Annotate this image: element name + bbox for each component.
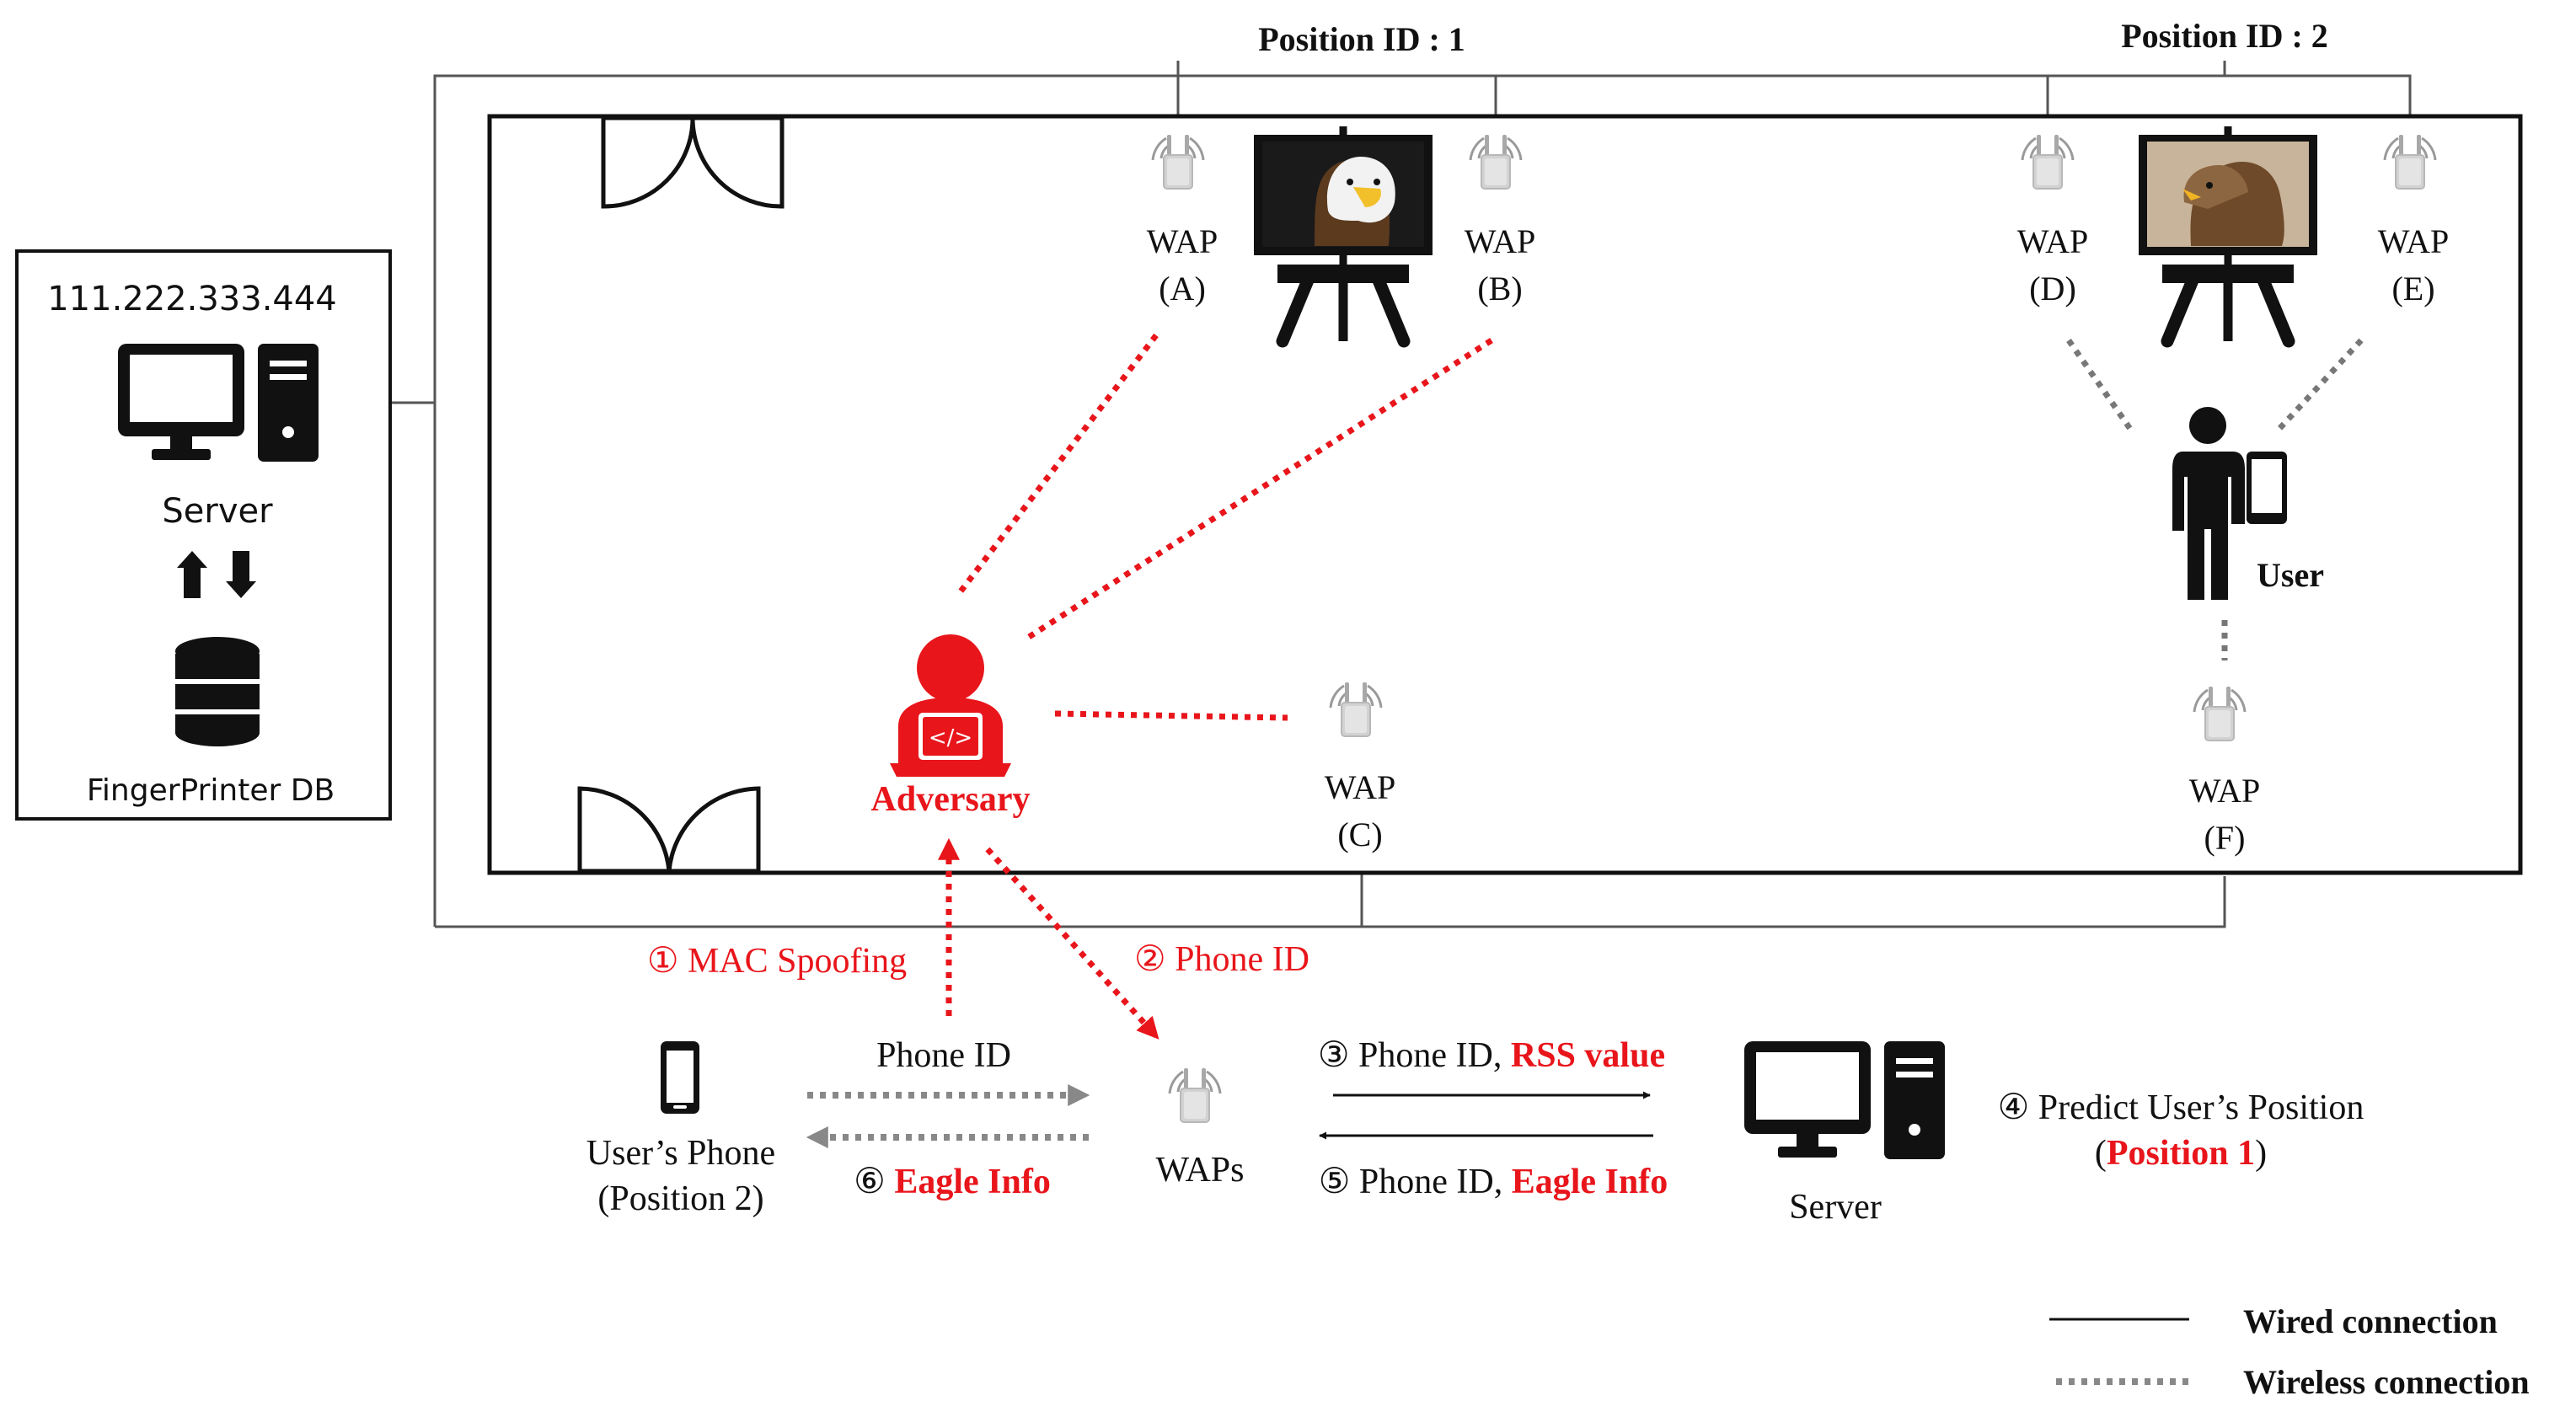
step-4-result: (Position 1) [2095, 1134, 2267, 1173]
painting-1-eagle [1254, 126, 1433, 341]
user-wireless-links [2066, 338, 2364, 660]
wap-d-id: (D) [2029, 270, 2076, 307]
user-label: User [2257, 556, 2324, 594]
step-2-phone-id: ② Phone ID [1134, 940, 1309, 979]
wap-c-id: (C) [1337, 815, 1382, 853]
wap-c-icon [1329, 681, 1383, 738]
user-icon [2172, 407, 2287, 600]
wap-f-icon [2193, 685, 2247, 742]
database-label: FingerPrinter DB [87, 773, 335, 808]
adversary-wireless-links [958, 333, 1493, 721]
adversary-icon: </> [890, 634, 1011, 777]
wap-c-name: WAP [1325, 768, 1395, 806]
door-top-icon [601, 115, 785, 209]
adversary-label: Adversary [871, 780, 1031, 819]
phone-id-red-arrow [985, 847, 1159, 1040]
legend-wireless-label: Wireless connection [2243, 1363, 2530, 1401]
wap-a-name: WAP [1147, 222, 1218, 260]
step-3-label: ③ Phone ID, RSS value [1318, 1036, 1665, 1075]
users-phone-position: (Position 2) [597, 1179, 763, 1218]
wap-f-id: (F) [2204, 819, 2246, 857]
sync-arrows-icon [177, 551, 256, 598]
wap-d-name: WAP [2017, 222, 2088, 260]
flow-server-label: Server [1789, 1188, 1882, 1227]
flow-phone-id-label: Phone ID [876, 1036, 1011, 1075]
users-phone-icon [661, 1041, 699, 1114]
users-phone-label: User’s Phone [586, 1134, 775, 1173]
building-outline [487, 114, 2523, 875]
door-bottom-icon [577, 786, 761, 874]
wap-d-icon [2021, 133, 2075, 190]
wap-b-name: WAP [1465, 222, 1535, 260]
waps-label: WAPs [1155, 1151, 1244, 1190]
wap-b-icon [1469, 133, 1523, 190]
wap-a-icon [1151, 133, 1205, 190]
wap-b-id: (B) [1477, 270, 1522, 307]
legend: Wired connection Wireless connection [2049, 1302, 2530, 1401]
wap-e-icon [2383, 133, 2437, 190]
waps-icon [1168, 1067, 1222, 1124]
server-label: Server [162, 492, 273, 531]
wap-f-name: WAP [2189, 772, 2260, 810]
wap-e-id: (E) [2391, 270, 2434, 307]
wap-a-id: (A) [1159, 270, 1206, 307]
database-icon [175, 637, 260, 746]
wap-e-name: WAP [2378, 222, 2449, 260]
position-id-1-label: Position ID : 1 [1258, 20, 1465, 58]
step-4-label: ④ Predict User’s Position [1998, 1088, 2364, 1127]
step-6-eagle-info: ⑥ Eagle Info [854, 1163, 1051, 1201]
painting-2-eagle [2139, 126, 2317, 341]
svg-text:</>: </> [929, 725, 972, 751]
step-5-label: ⑤ Phone ID, Eagle Info [1319, 1163, 1668, 1201]
legend-wired-label: Wired connection [2243, 1302, 2498, 1340]
flow-server-icon [1744, 1041, 1945, 1159]
server-panel: 111.222.333.444 Server FingerPrinter DB [15, 249, 392, 821]
server-ip: 111.222.333.444 [47, 280, 337, 318]
step-1-mac-spoofing: ① MAC Spoofing [647, 942, 907, 981]
position-id-2-label: Position ID : 2 [2121, 17, 2328, 55]
